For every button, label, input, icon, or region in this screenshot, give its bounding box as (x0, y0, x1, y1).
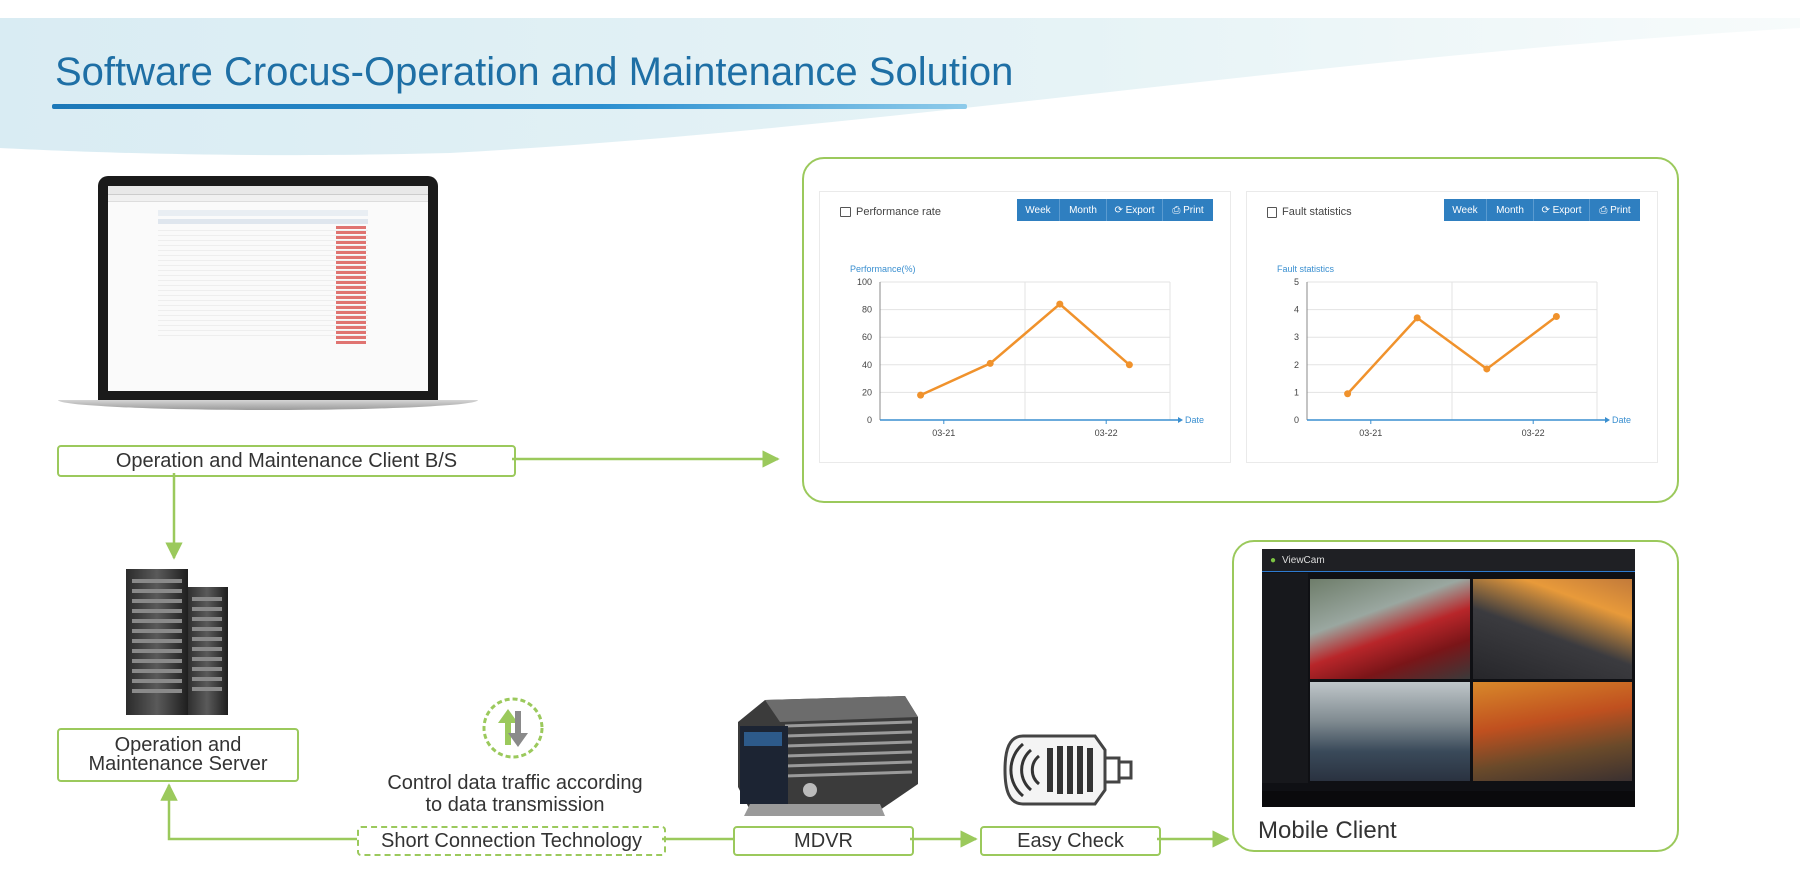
export-button[interactable]: ⟳ Export (1107, 199, 1163, 221)
client-bs-label: Operation and Maintenance Client B/S (57, 445, 516, 477)
data-traffic-icon (482, 697, 544, 759)
week-button[interactable]: Week (1017, 199, 1060, 221)
export-button[interactable]: ⟳ Export (1534, 199, 1590, 221)
laptop-screen (108, 186, 428, 391)
x-axis-arrow (1178, 417, 1183, 423)
y-tick-label: 60 (862, 332, 872, 342)
y-tick-label: 5 (1294, 277, 1299, 287)
tablet-screenshot: ● ViewCam (1262, 549, 1635, 807)
x-axis-label: Date (1185, 415, 1204, 425)
fault-toolbar: Week Month ⟳ Export ⎙ Print (1444, 199, 1640, 221)
print-button[interactable]: ⎙ Print (1163, 199, 1213, 221)
y-tick-label: 20 (862, 387, 872, 397)
y-tick-label: 3 (1294, 332, 1299, 342)
mobile-client-label: Mobile Client (1258, 817, 1397, 844)
data-point (1344, 390, 1352, 398)
y-axis-label: Fault statistics (1277, 264, 1335, 274)
month-button[interactable]: Month (1487, 199, 1534, 221)
camera-feed (1472, 579, 1632, 679)
easy-check-label: Easy Check (980, 826, 1161, 856)
mdvr-label: MDVR (733, 826, 914, 856)
camera-feed (1310, 681, 1470, 781)
tablet-navbar (1262, 791, 1635, 807)
series-line (920, 302, 1131, 397)
fault-panel: Fault statistics Week Month ⟳ Export ⎙ P… (1247, 192, 1657, 462)
y-tick-label: 100 (857, 277, 872, 287)
performance-chart: 0 20 40 60 80 100 03-21 03-22 Performance(%) Date (850, 264, 1204, 438)
camera-grid (1310, 579, 1632, 781)
short-connection-label: Short Connection Technology (357, 826, 666, 856)
laptop-image (58, 172, 478, 417)
y-tick-label: 0 (1294, 415, 1299, 425)
x-axis-arrow (1605, 417, 1610, 423)
performance-panel: Performance rate Week Month ⟳ Export ⎙ P… (820, 192, 1230, 462)
y-axis-label: Performance(%) (850, 264, 916, 274)
print-button[interactable]: ⎙ Print (1590, 199, 1640, 221)
printer-icon: ⎙ (1172, 204, 1181, 216)
y-tick-label: 0 (867, 415, 872, 425)
server-rack-image (126, 569, 228, 715)
list-icon (1267, 206, 1277, 218)
data-point (1413, 314, 1421, 322)
y-tick-label: 1 (1294, 387, 1299, 397)
month-button[interactable]: Month (1060, 199, 1107, 221)
data-point (1552, 313, 1560, 320)
y-tick-label: 80 (862, 305, 872, 315)
refresh-icon: ⟳ (1541, 204, 1550, 216)
page-title: Software Crocus-Operation and Maintenanc… (55, 50, 1014, 94)
performance-toolbar: Week Month ⟳ Export ⎙ Print (1017, 199, 1213, 221)
traffic-caption: Control data traffic according to data t… (387, 772, 643, 816)
data-point (986, 359, 994, 367)
tablet-side-icons (1262, 573, 1308, 783)
week-button[interactable]: Week (1444, 199, 1487, 221)
x-axis-label: Date (1612, 415, 1631, 425)
x-tick-label: 03-21 (932, 428, 955, 438)
easy-check-device-image (1003, 734, 1133, 806)
title-underline (52, 104, 967, 109)
camera-feed (1472, 681, 1632, 781)
printer-icon: ⎙ (1599, 204, 1608, 216)
data-point (917, 391, 925, 399)
data-point (1125, 361, 1133, 369)
y-tick-label: 2 (1294, 360, 1299, 370)
x-tick-label: 03-22 (1095, 428, 1118, 438)
header-banner (0, 18, 1800, 156)
x-tick-label: 03-21 (1359, 428, 1382, 438)
data-point (1483, 365, 1491, 373)
mdvr-device-image (738, 696, 918, 816)
server-label: Operation and Maintenance Server (57, 728, 299, 782)
y-tick-label: 40 (862, 360, 872, 370)
fault-panel-title: Fault statistics (1267, 206, 1352, 218)
android-icon: ● (1270, 554, 1277, 566)
tablet-topbar: ● ViewCam (1262, 549, 1635, 572)
refresh-icon: ⟳ (1114, 204, 1123, 216)
camera-feed (1310, 579, 1470, 679)
data-point (1056, 300, 1064, 308)
performance-panel-title: Performance rate (840, 206, 941, 218)
chart-icon (840, 207, 851, 217)
x-tick-label: 03-22 (1522, 428, 1545, 438)
series-line (1346, 315, 1558, 395)
y-tick-label: 4 (1294, 305, 1299, 315)
